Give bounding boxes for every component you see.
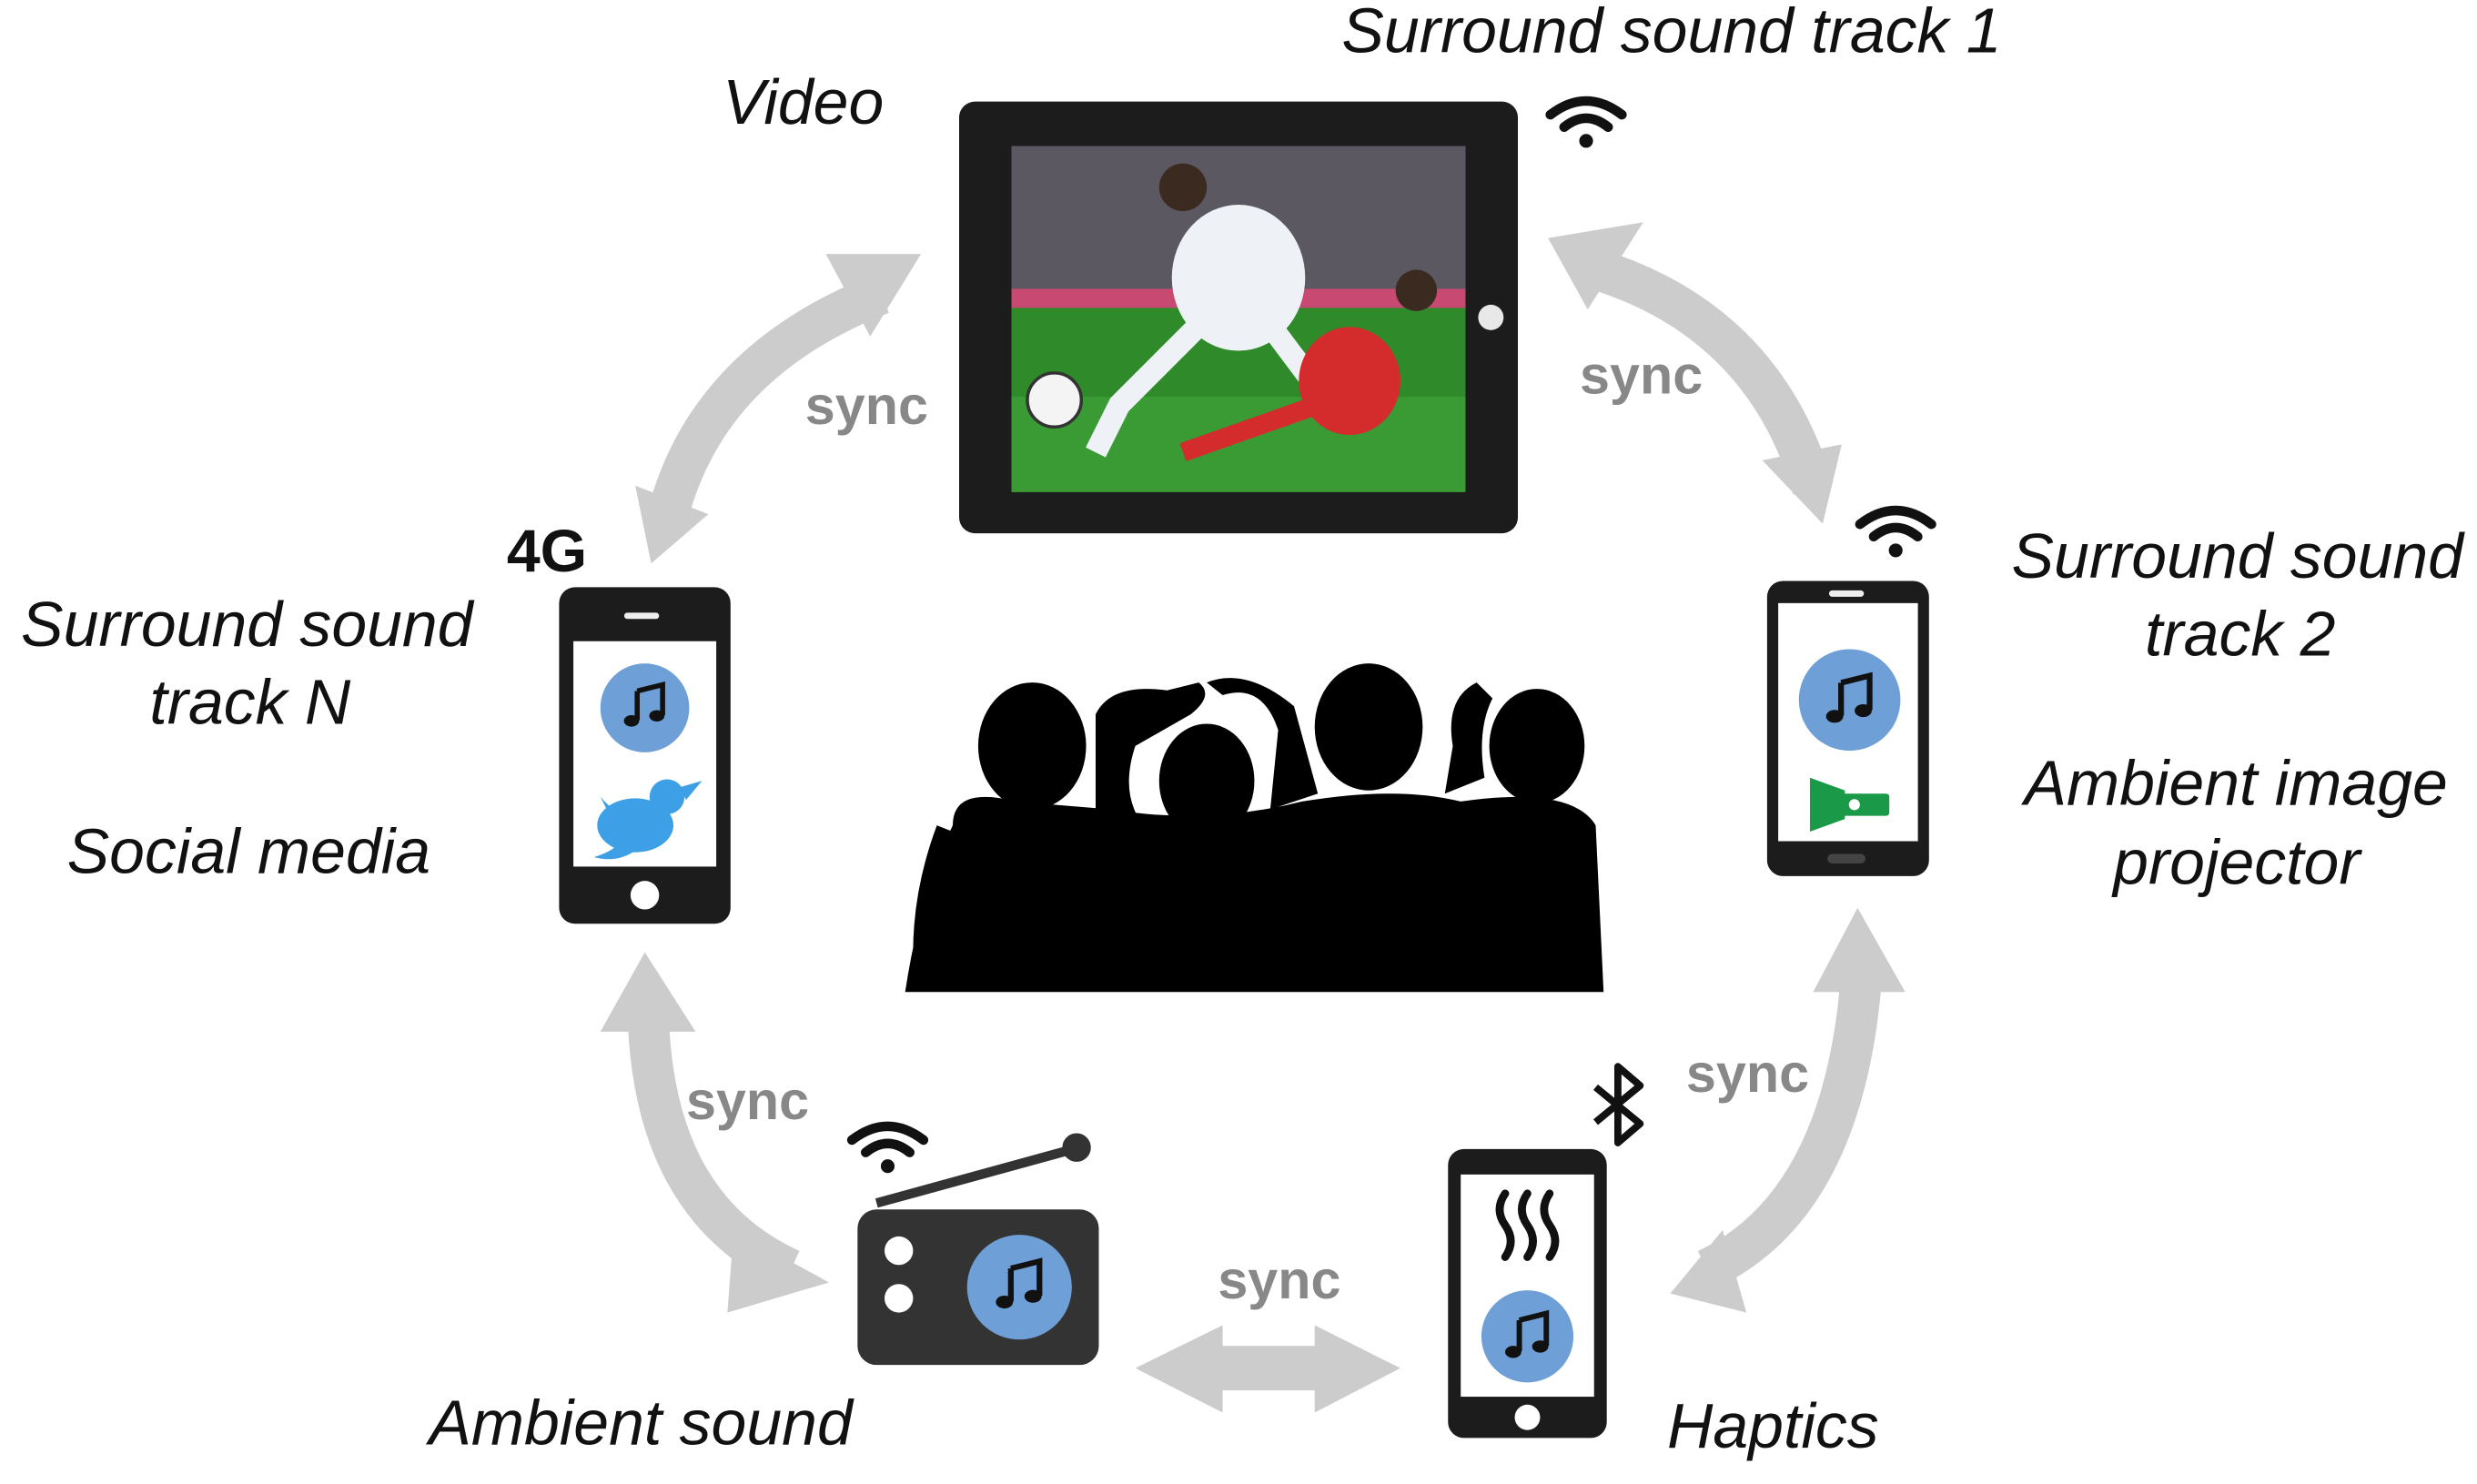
- radio-device: [857, 1133, 1099, 1366]
- sync-label-bottom-left: sync: [686, 1070, 809, 1131]
- music-circle: [1798, 649, 1901, 752]
- label-social-media: Social media: [67, 815, 430, 886]
- audience-silhouettes: [905, 663, 1604, 993]
- label-ambient-image-line2: projector: [2111, 827, 2362, 898]
- label-surround-1: Surround sound track 1: [1341, 0, 2001, 66]
- sync-arrow-bottom-horizontal: [1135, 1325, 1400, 1413]
- wifi-icon: [852, 1126, 924, 1173]
- phone-left: [559, 587, 731, 924]
- wifi-icon: [1860, 510, 1932, 557]
- label-ambient-image-line1: Ambient image: [2020, 747, 2447, 818]
- label-surround-2-line1: Surround sound: [2012, 520, 2466, 591]
- label-video: Video: [723, 66, 884, 137]
- flashlight-icon: [1809, 777, 1890, 833]
- label-4g: 4G: [507, 518, 587, 585]
- label-surround-n-line2: track N: [149, 666, 351, 737]
- music-circle: [966, 1235, 1072, 1340]
- phone-right: [1766, 580, 1929, 876]
- sync-label-top-right: sync: [1580, 345, 1703, 406]
- label-ambient-sound: Ambient sound: [425, 1387, 854, 1458]
- music-circle: [600, 663, 690, 752]
- sync-arrows: [600, 222, 1906, 1413]
- tablet-video-screen: [958, 101, 1519, 534]
- wifi-icon: [1551, 101, 1623, 147]
- twitter-bird-icon: [593, 779, 703, 860]
- label-surround-2-line2: track 2: [2145, 598, 2335, 669]
- sync-label-bottom-center: sync: [1218, 1249, 1340, 1310]
- sync-arrow-bottom-left: [600, 952, 829, 1313]
- label-surround-n-line1: Surround sound: [21, 589, 475, 660]
- phone-haptics: [1448, 1148, 1607, 1439]
- sync-label-top-left: sync: [805, 375, 928, 436]
- label-haptics: Haptics: [1667, 1390, 1879, 1461]
- sync-arrow-bottom-right: [1670, 907, 1906, 1313]
- football-players: [1026, 163, 1438, 462]
- sync-arrow-top-left: [635, 254, 922, 564]
- bluetooth-icon: [1592, 1063, 1644, 1146]
- sync-label-bottom-right: sync: [1686, 1043, 1809, 1104]
- music-circle: [1481, 1290, 1574, 1383]
- sync-arrow-top-right: [1548, 222, 1842, 524]
- haptic-waves-icon: [1495, 1189, 1560, 1261]
